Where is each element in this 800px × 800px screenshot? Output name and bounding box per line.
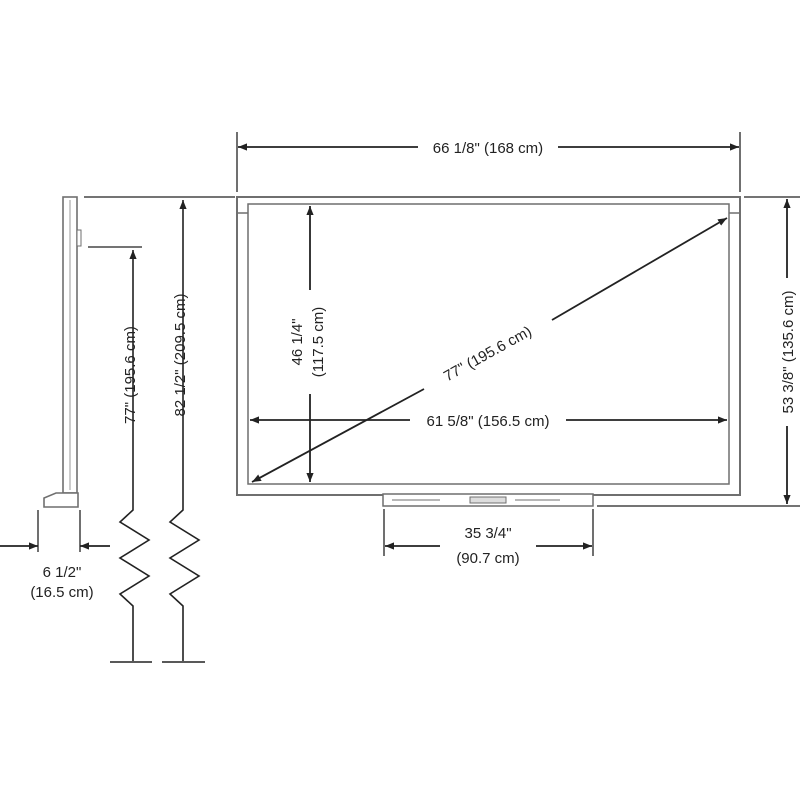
front-view: 66 1/8" (168 cm) 61 5/8" (156.5 cm) 46 1… (236, 132, 800, 567)
side-view: 6 1/2" (16.5 cm) 77" (195.6 cm) 82 1/2" … (0, 196, 235, 663)
diagonal-arrow-upper (551, 217, 728, 321)
tray-width-label-in: 35 3/4" (464, 525, 511, 542)
mount-top-label: 82 1/2" (209.5 cm) (172, 294, 189, 417)
depth-label-cm: (16.5 cm) (30, 584, 93, 601)
diagonal-arrow-lower (251, 388, 425, 483)
mount-screen-label: 77" (195.6 cm) (122, 326, 139, 424)
depth-label-in: 6 1/2" (43, 564, 82, 581)
screen-height-label-cm: (117.5 cm) (310, 307, 327, 378)
side-profile-pen-tray (43, 492, 79, 508)
overall-width-label: 66 1/8" (168 cm) (433, 140, 543, 157)
overall-height-label: 53 3/8" (135.6 cm) (780, 291, 797, 414)
tray-width-label-cm: (90.7 cm) (456, 550, 519, 567)
screen-width-label: 61 5/8" (156.5 cm) (427, 413, 550, 430)
screen-height-label-in: 46 1/4" (289, 318, 306, 365)
side-profile-tab (76, 229, 82, 247)
board-screen-area (247, 203, 730, 485)
mount-screen-dimension-line (118, 250, 151, 661)
pen-tray-button (469, 496, 507, 504)
mount-top-dimension-line (168, 200, 201, 661)
